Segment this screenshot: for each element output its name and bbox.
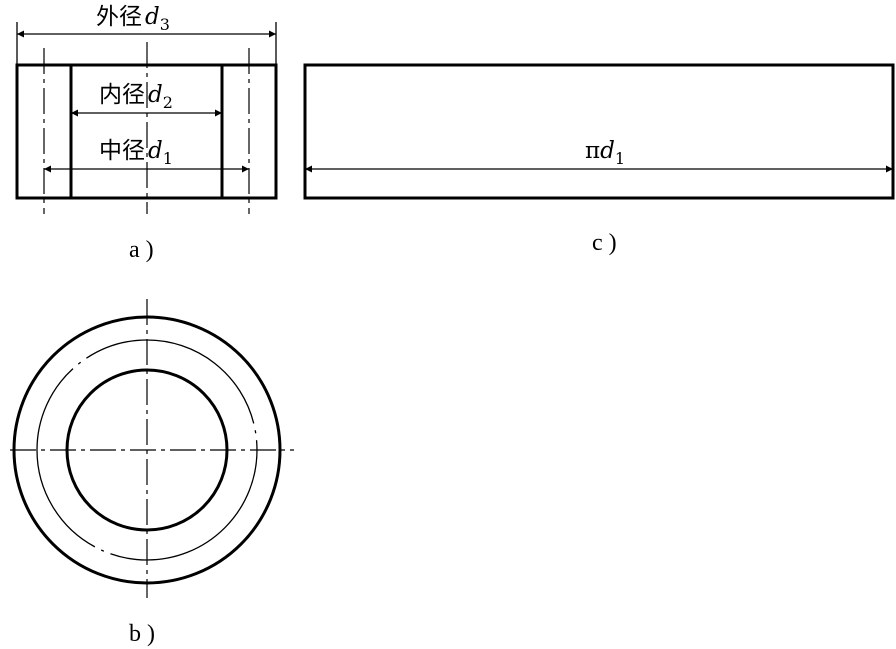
view-b-top: b ) bbox=[10, 299, 294, 647]
unrolled-strip-outline bbox=[303, 63, 895, 200]
view-c-unrolled: πd1 c ) bbox=[303, 63, 895, 256]
caption-a: a ) bbox=[129, 237, 154, 263]
caption-c: c ) bbox=[592, 230, 617, 256]
unrolled-length-label: πd1 bbox=[585, 138, 625, 168]
caption-b: b ) bbox=[129, 621, 155, 647]
